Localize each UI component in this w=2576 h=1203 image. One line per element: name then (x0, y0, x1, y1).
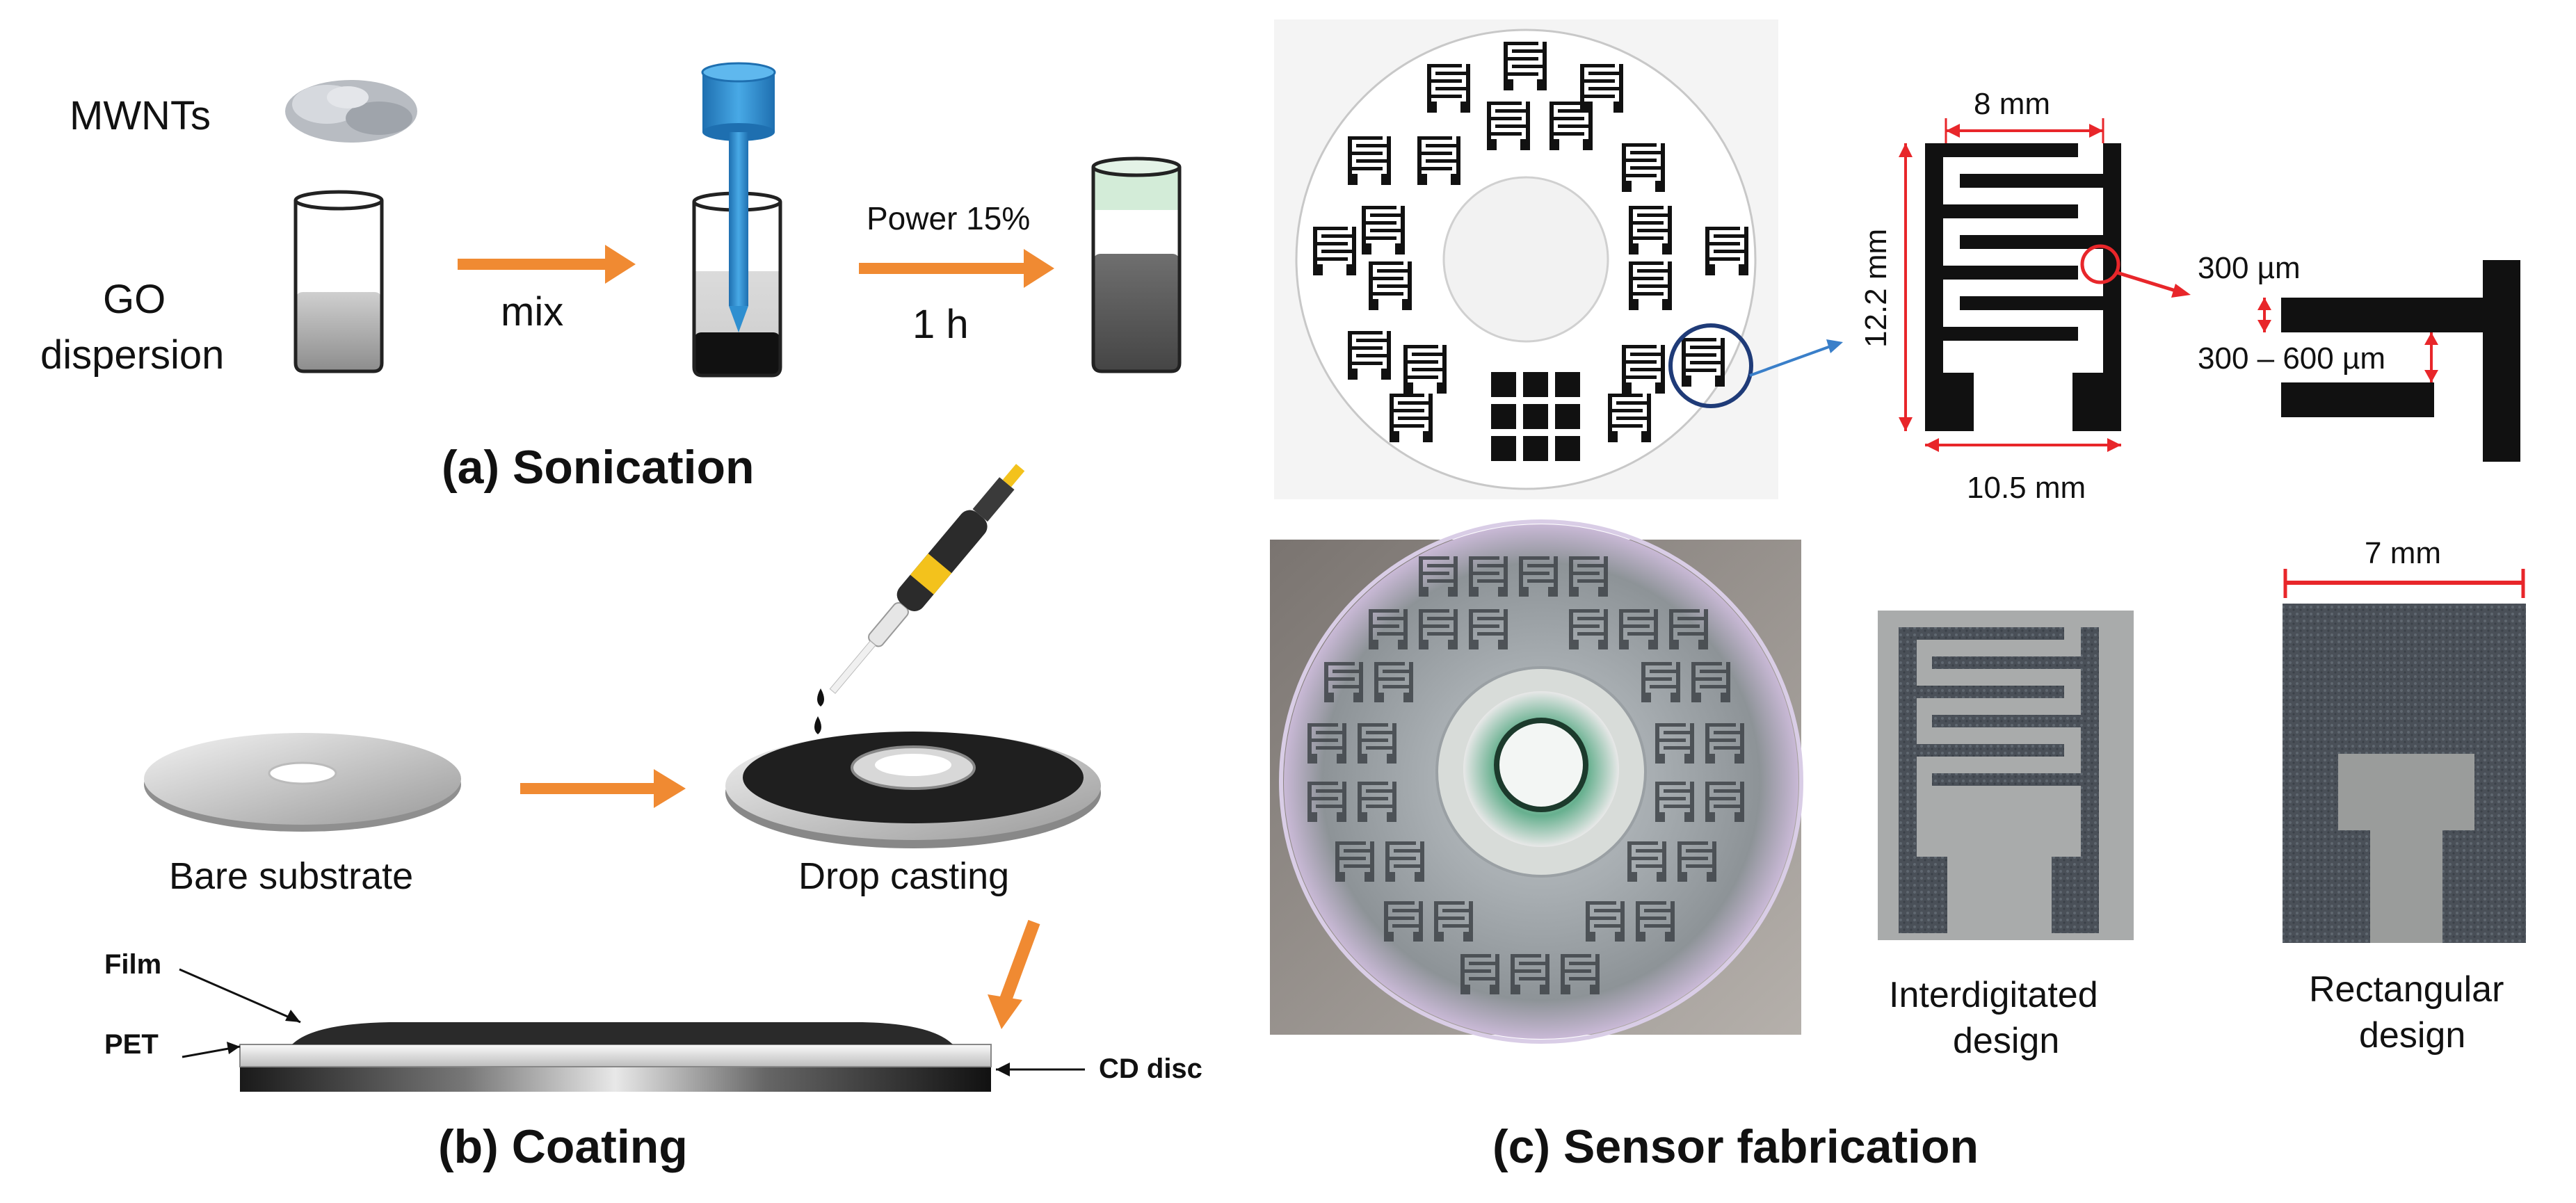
coating-arrow-icon (520, 769, 686, 808)
seven-mm-dimension (2283, 569, 2525, 598)
drop-casting-disc (725, 732, 1101, 848)
interdigitated-schematic (1925, 143, 2191, 431)
pet-pointer-icon (227, 1042, 240, 1054)
selection-circle (1668, 323, 1753, 408)
interdigitated-label-line2: design (1953, 1021, 2059, 1061)
panel-b-coating: Bare substrate D (104, 464, 1202, 1173)
cd-disc-label: CD disc (1099, 1053, 1202, 1084)
interdigitated-photo (1878, 611, 2134, 940)
finger-detail-drawing (2257, 260, 2520, 462)
bare-substrate-label: Bare substrate (169, 855, 413, 897)
dimension-markers (1899, 118, 2121, 452)
go-label-line2: dispersion (40, 332, 224, 378)
panel-a-caption: (a) Sonication (442, 441, 755, 494)
pet-label: PET (104, 1029, 159, 1060)
dim-7mm: 7 mm (2365, 536, 2441, 570)
dim-300: 300 µm (2198, 251, 2301, 285)
cd-sensor-photo (1270, 519, 1803, 1044)
bare-substrate-disc (144, 733, 461, 832)
detail-connector-line (2116, 271, 2176, 293)
mwnts-label: MWNTs (70, 93, 211, 138)
rectangular-pad-grid (1491, 372, 1580, 461)
next-arrow-icon (988, 919, 1040, 1029)
mix-label: mix (501, 289, 563, 334)
drop-casting-label: Drop casting (798, 855, 1009, 897)
zoom-connector-line (1749, 345, 1831, 377)
film-label: Film (104, 949, 161, 980)
go-label-line1: GO (103, 277, 166, 322)
cross-section (239, 1022, 992, 1092)
panel-c-caption: (c) Sensor fabrication (1492, 1120, 1979, 1173)
cd-pointer-icon (996, 1063, 1010, 1076)
power-label: Power 15% (867, 200, 1030, 236)
beaker-go-icon (293, 190, 384, 373)
dim-height: 12.2 mm (1859, 229, 1893, 348)
rectangular-photo (2283, 604, 2526, 943)
film-pointer-icon (285, 1010, 300, 1022)
cd-layout-drawing (1274, 19, 1843, 499)
rectangular-label-line1: Rectangular (2309, 969, 2504, 1010)
sonicate-arrow-icon (859, 249, 1054, 288)
beaker-dispersion-icon (1091, 156, 1182, 373)
detail-circle (2080, 244, 2120, 284)
panel-b-caption: (b) Coating (438, 1120, 688, 1173)
sonication-probe-icon (701, 62, 776, 332)
zoom-connector-arrowhead (1826, 339, 1843, 353)
pipette-icon (829, 464, 1025, 694)
panel-a-sonication: MWNTs GO dispersion mix (40, 62, 1182, 494)
panel-c-sensor-fabrication: 8 mm 12.2 mm 10.5 mm 300 µm 300 – 600 µm (1270, 19, 2526, 1173)
detail-arrowhead (2171, 284, 2191, 298)
mwnt-powder-icon (285, 80, 417, 143)
rectangular-label-line2: design (2359, 1015, 2465, 1056)
dim-gap: 300 – 600 µm (2198, 341, 2385, 376)
mix-arrow-icon (458, 245, 636, 284)
interdigitated-label-line1: Interdigitated (1889, 975, 2098, 1015)
time-label: 1 h (912, 302, 969, 347)
dim-width-bottom: 10.5 mm (1967, 471, 2086, 505)
film-leader-line (179, 968, 301, 1024)
dim-width-top: 8 mm (1974, 87, 2050, 121)
